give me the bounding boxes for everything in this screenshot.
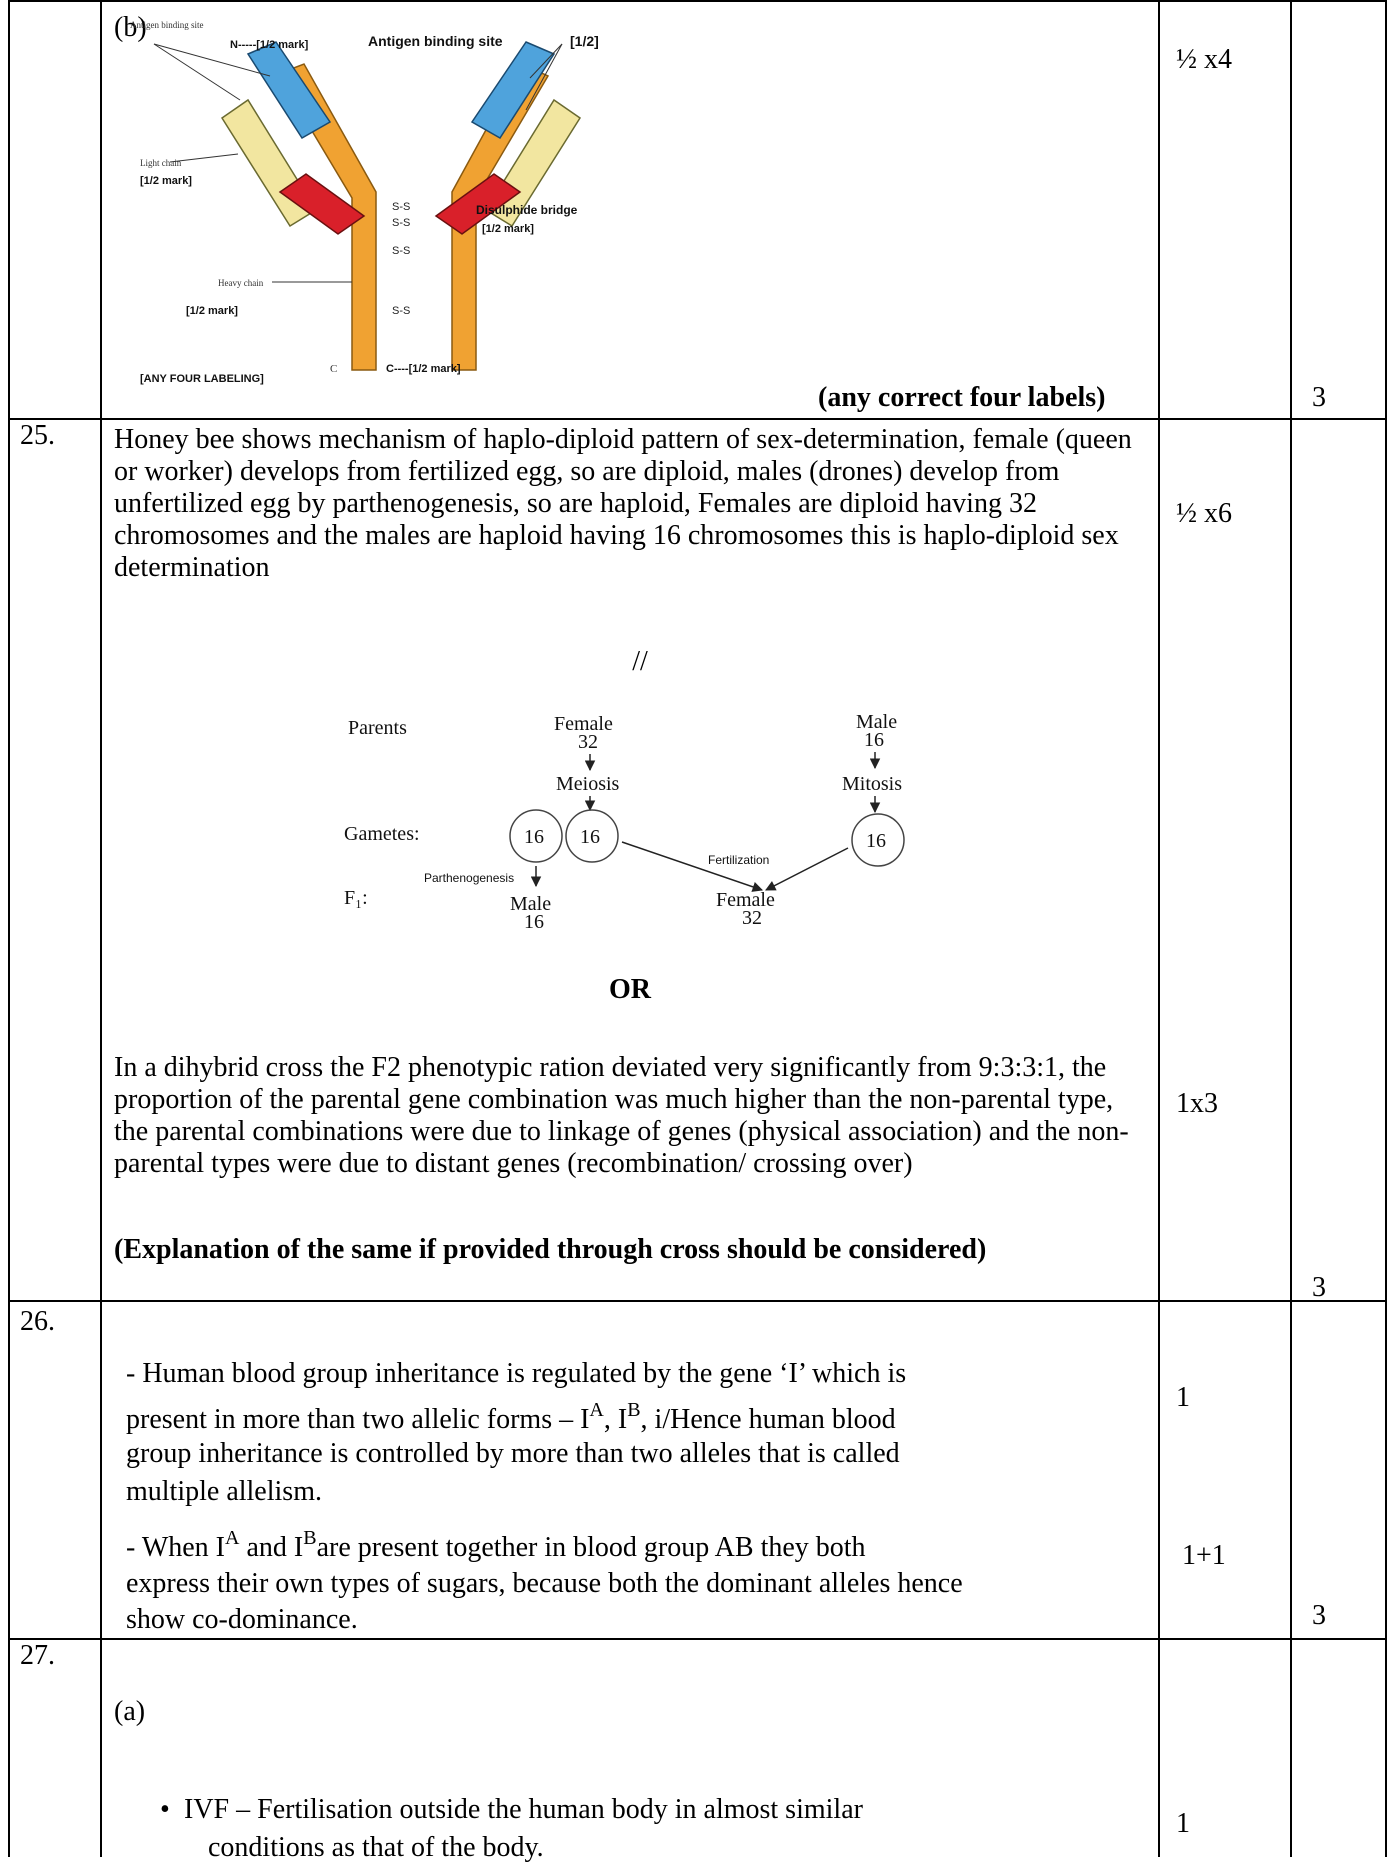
label-parents: Parents (348, 717, 407, 739)
table-col-divider-3 (1290, 0, 1292, 1857)
gamete-circle-1 (509, 809, 563, 863)
q26-line-2-comma: , I (603, 1404, 628, 1435)
q25-marks-1: ½ x6 (1176, 498, 1232, 529)
label-c-right-mark: C----[1/2 mark] (386, 363, 461, 375)
antibody-diagram: S-S S-S S-S S-S Antigen binding site N--… (130, 20, 599, 385)
q26-total: 3 (1312, 1600, 1326, 1631)
label-male-parent-n: 16 (864, 729, 884, 751)
q26-marks-2: 1+1 (1182, 1540, 1226, 1571)
label-f1-male-n: 16 (524, 911, 544, 933)
question-number-27: 27. (20, 1640, 55, 1671)
q25-note: (Explanation of the same if provided thr… (114, 1234, 987, 1265)
q25-total: 3 (1312, 1272, 1326, 1303)
q27-part-a: (a) (114, 1696, 146, 1727)
label-light-chain: Light chain (140, 158, 182, 168)
gamete-circle-2 (565, 809, 619, 863)
q26-line-5-post: are present together in blood group AB t… (316, 1532, 866, 1563)
label-mitosis: Mitosis (842, 773, 902, 795)
q26-line-5-and: and I (239, 1532, 304, 1563)
q27-line-2: conditions as that of the body. (208, 1832, 544, 1863)
label-f1-female-n: 32 (742, 907, 762, 929)
part-label-b: (b) (114, 12, 147, 43)
label-disulphide: Disulphide bridge (476, 203, 578, 217)
q26-line-2-pre: present in more than two allelic forms –… (126, 1404, 590, 1435)
table-col-divider-1 (100, 0, 102, 1857)
q27-bullet: • (160, 1794, 170, 1825)
q25-paragraph-1: Honey bee shows mechanism of haplo-diplo… (114, 424, 1132, 583)
q26-line-5-pre: - When I (126, 1532, 225, 1563)
ss-bond-4: S-S (392, 305, 410, 317)
antigen-site-right-blue (470, 41, 556, 140)
haplo-diploid-diagram: Parents Female 32 Meiosis Male 16 Mitosi… (344, 711, 905, 933)
label-antigen-site-left: Antigen binding site (130, 20, 204, 30)
allele-sup-b: B (627, 1399, 641, 1421)
label-light-chain-mark: [1/2 mark] (140, 175, 192, 187)
table-border-left (8, 0, 10, 1857)
q26-line-3: group inheritance is controlled by more … (126, 1438, 900, 1469)
allele-sup-a-2: A (225, 1527, 240, 1549)
table-border-right (1385, 0, 1387, 1857)
ss-bond-3: S-S (392, 245, 410, 257)
label-fertilization: Fertilization (708, 853, 769, 867)
q26-line-4: multiple allelism. (126, 1476, 322, 1507)
q25-or: OR (609, 974, 651, 1005)
q27-line-1: IVF – Fertilisation outside the human bo… (184, 1794, 863, 1825)
allele-sup-b-2: B (303, 1527, 317, 1549)
q25-paragraph-2: In a dihybrid cross the F2 phenotypic ra… (114, 1052, 1129, 1179)
label-female-parent: Female (554, 713, 613, 735)
label-antigen-site-right: Antigen binding site (368, 33, 503, 49)
gamete-2-value: 16 (580, 826, 600, 848)
marks-b: ½ x4 (1176, 44, 1232, 75)
q26-marks-1: 1 (1176, 1382, 1190, 1413)
q26-line-2-post: , i/Hence human blood (640, 1404, 896, 1435)
gamete-circle-3 (851, 813, 905, 867)
label-antigen-site-left-mark: N-----[1/2 mark] (230, 39, 309, 51)
label-c-left: C (330, 363, 337, 375)
total-b: 3 (1312, 382, 1326, 413)
q27-marks: 1 (1176, 1808, 1190, 1839)
q26-line-1: - Human blood group inheritance is regul… (126, 1358, 907, 1389)
light-chain-right-red (434, 173, 522, 235)
label-f1-male: Male (510, 893, 551, 915)
row-divider-26 (8, 1300, 1387, 1302)
question-number-25: 25. (20, 420, 55, 451)
label-disulphide-mark: [1/2 mark] (482, 223, 534, 235)
gamete-1-value: 16 (524, 826, 544, 848)
heavy-chain-right (451, 63, 550, 371)
gamete-3-value: 16 (866, 830, 886, 852)
ss-bond-2: S-S (392, 217, 410, 229)
footer-note-any-four: (any correct four labels) (818, 382, 1106, 413)
q26-line-5: - When IA and IBare present together in … (126, 1527, 866, 1566)
label-f1: F₁: (344, 887, 368, 909)
table-col-divider-2 (1158, 0, 1160, 1857)
allele-sup-a: A (589, 1399, 604, 1421)
label-parthenogenesis: Parthenogenesis (424, 871, 514, 885)
label-meiosis: Meiosis (556, 773, 620, 795)
q25-separator: // (632, 646, 648, 677)
light-chain-left-red (278, 173, 366, 235)
label-heavy-chain-mark: [1/2 mark] (186, 305, 238, 317)
label-gametes: Gametes: (344, 823, 420, 845)
table-border-top (8, 0, 1387, 2)
q26-line-2: present in more than two allelic forms –… (126, 1399, 896, 1438)
q26-line-7: show co-dominance. (126, 1604, 358, 1635)
row-divider-25 (8, 418, 1387, 420)
ss-bond-1: S-S (392, 201, 410, 213)
row-divider-27 (8, 1638, 1387, 1640)
antigen-site-left-blue (246, 41, 332, 140)
q25-marks-2: 1x3 (1176, 1088, 1218, 1119)
label-any-four: [ANY FOUR LABELING] (140, 373, 264, 385)
question-number-26: 26. (20, 1306, 55, 1337)
q26-line-6: express their own types of sugars, becau… (126, 1568, 963, 1599)
label-heavy-chain: Heavy chain (218, 278, 264, 288)
label-male-parent: Male (856, 711, 897, 733)
label-antigen-site-right-mark: [1/2] (570, 33, 599, 49)
label-female-parent-n: 32 (578, 731, 598, 753)
label-f1-female: Female (716, 889, 775, 911)
